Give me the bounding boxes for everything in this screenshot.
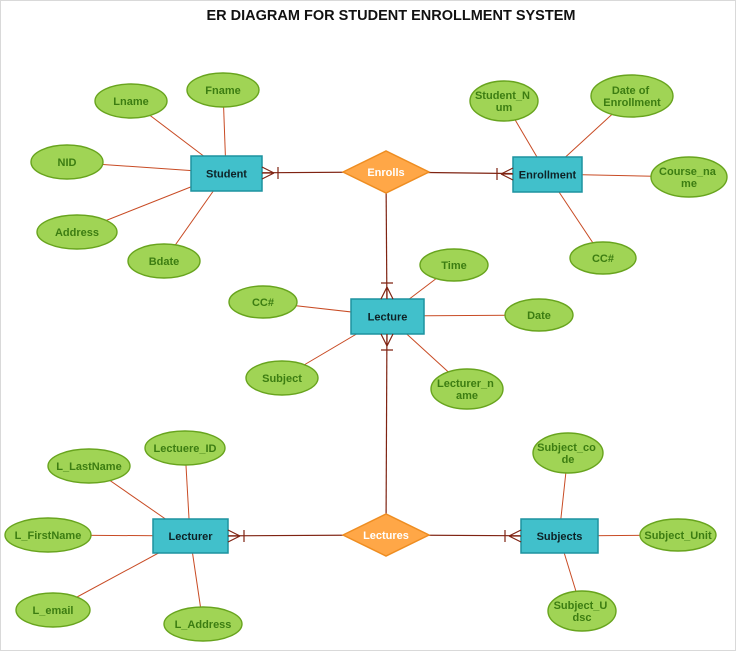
attribute-l-email-label: L_email <box>33 605 74 617</box>
attribute-course-name <box>650 156 728 198</box>
attribute-time <box>419 248 489 282</box>
crow-foot-enrollment <box>496 167 514 181</box>
relationship-enrolls-label: Enrolls <box>367 167 404 179</box>
attribute-ellipses <box>4 72 728 642</box>
crow-foot-subjects <box>504 529 522 543</box>
attribute-student-num-label: Student_N um <box>475 90 533 114</box>
crow-foot-lecture-top <box>380 282 394 300</box>
link-lecture-lectures <box>385 315 388 536</box>
attribute-fname-label: Fname <box>205 85 240 97</box>
attribute-l-lastname <box>47 448 131 484</box>
crow-foot-lecture-bottom <box>380 333 394 351</box>
relationship-lectures <box>341 513 431 557</box>
attribute-cc-enrollment-label: CC# <box>592 253 614 265</box>
attribute-nid-label: NID <box>58 157 77 169</box>
attribute-lectuere-id-label: Lectuere_ID <box>154 443 217 455</box>
attribute-lecturer-name <box>430 368 504 410</box>
entity-student <box>190 155 263 192</box>
attribute-address <box>36 214 118 250</box>
attribute-lecturer-name-label: Lecturer_n ame <box>437 378 497 402</box>
attribute-subject-unit-label: Subject_Unit <box>644 530 712 542</box>
cardinality-markers <box>227 166 522 543</box>
attribute-subject-udsc <box>547 590 617 632</box>
diagram-title: ER DIAGRAM FOR STUDENT ENROLLMENT SYSTEM <box>207 8 576 24</box>
relationship-enrolls <box>341 150 431 194</box>
attribute-subject <box>245 360 319 396</box>
attribute-l-email <box>15 592 91 628</box>
attribute-course-name-label: Course_na me <box>659 166 719 190</box>
entity-student-label: Student <box>206 169 247 181</box>
attribute-l-firstname <box>4 517 92 553</box>
attribute-l-address <box>163 606 243 642</box>
attribute-fname <box>186 72 260 108</box>
relationship-connectors <box>189 171 560 537</box>
attribute-subject-code <box>532 432 604 474</box>
attribute-subject-label: Subject <box>262 373 302 385</box>
crow-foot-lecturer <box>227 529 245 543</box>
attribute-date <box>504 298 574 332</box>
attribute-l-lastname-label: L_LastName <box>56 461 121 473</box>
attribute-lname <box>94 83 168 119</box>
attribute-nid <box>30 144 104 180</box>
attribute-bdate <box>127 243 201 279</box>
entity-lecture <box>350 298 425 335</box>
attribute-date-of-enrollment-label: Date of Enrollment <box>603 85 661 109</box>
crow-foot-student <box>261 166 279 180</box>
relationship-diamonds <box>341 150 431 557</box>
entity-lecturer-label: Lecturer <box>168 531 213 543</box>
attribute-bdate-label: Bdate <box>149 256 180 268</box>
entity-subjects-label: Subjects <box>537 531 583 543</box>
attribute-student-num <box>469 80 539 122</box>
attribute-cc-lecture-label: CC# <box>252 297 274 309</box>
attribute-subject-unit <box>639 518 717 552</box>
attribute-address-label: Address <box>55 227 99 239</box>
labels: ER DIAGRAM FOR STUDENT ENROLLMENT SYSTEM… <box>15 8 719 631</box>
attribute-date-of-enrollment <box>590 74 674 118</box>
attribute-time-label: Time <box>441 260 466 272</box>
attribute-cc-lecture <box>228 285 298 319</box>
attribute-subject-udsc-label: Subject_U dsc <box>554 600 611 624</box>
attribute-cc-enrollment <box>569 241 637 275</box>
entity-rects <box>152 155 599 554</box>
attribute-l-address-label: L_Address <box>175 619 232 631</box>
relationship-lectures-label: Lectures <box>363 530 409 542</box>
attribute-lname-label: Lname <box>113 96 148 108</box>
entity-enrollment-label: Enrollment <box>519 170 577 182</box>
attribute-subject-code-label: Subject_co de <box>537 442 599 466</box>
attribute-date-label: Date <box>527 310 551 322</box>
attribute-lectuere-id <box>144 430 226 466</box>
entity-lecture-label: Lecture <box>368 312 408 324</box>
attribute-l-firstname-label: L_FirstName <box>15 530 82 542</box>
